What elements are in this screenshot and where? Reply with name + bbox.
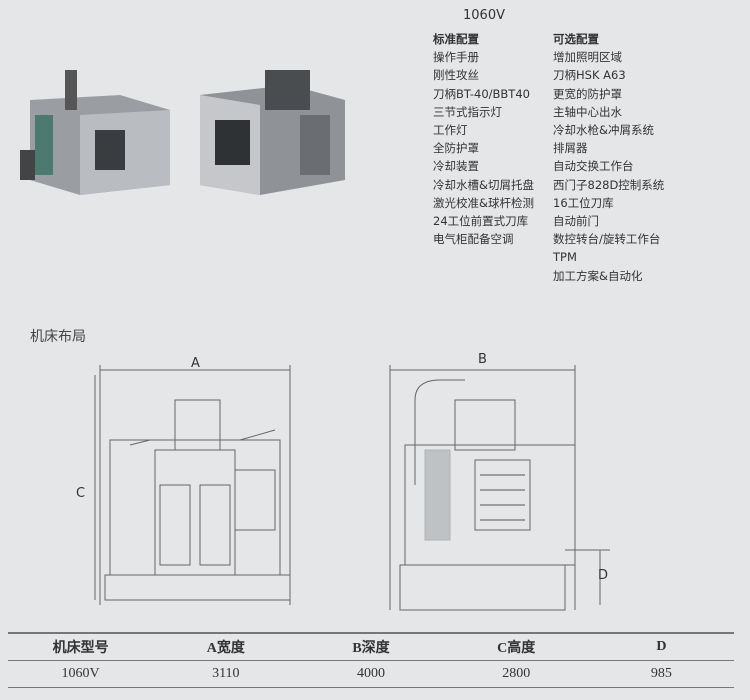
table-row: 1060V 3110 4000 2800 985 [8, 661, 734, 687]
cell-d: 985 [650, 665, 672, 681]
list-item: 刚性攻丝 [433, 68, 479, 83]
machine-renderings [20, 70, 345, 195]
optional-config-list: 可选配置 增加照明区域 刀柄HSK A63 更宽的防护罩 主轴中心出水 冷却水枪… [553, 30, 664, 285]
side-view-drawing [389, 365, 610, 611]
optional-config-header: 可选配置 [553, 32, 599, 46]
list-item: 16工位刀库 [553, 195, 614, 210]
header-b-depth: B深度 [352, 640, 390, 656]
list-item: 电气柜配备空调 [433, 232, 514, 247]
dimension-table: 机床型号 A宽度 B深度 C高度 D 1060V 3110 4000 2800 … [8, 632, 734, 688]
cell-c-height: 2800 [502, 665, 531, 681]
list-item: 西门子828D控制系统 [553, 177, 665, 192]
list-item: 冷却装置 [433, 159, 479, 174]
header-c-height: C高度 [497, 640, 536, 656]
list-item: 刀柄BT-40/BBT40 [433, 86, 530, 101]
cell-b-depth: 4000 [357, 665, 385, 681]
list-item: 自动交换工作台 [553, 159, 634, 174]
list-item: TPM [553, 250, 577, 265]
list-item: 操作手册 [433, 50, 479, 65]
front-view-drawing [94, 365, 291, 605]
list-item: 冷却水枪&冲屑系统 [553, 123, 654, 138]
list-item: 激光校准&球杆检测 [433, 195, 534, 210]
table-header-row: 机床型号 A宽度 B深度 C高度 D [8, 634, 734, 660]
layout-title: 机床布局 [30, 329, 86, 345]
cell-model: 1060V [61, 665, 100, 681]
machine-render-left [20, 70, 170, 195]
header-a-width: A宽度 [206, 640, 245, 656]
dimension-c-label: C [76, 486, 86, 501]
header-d: D [656, 638, 667, 654]
list-item: 主轴中心出水 [553, 104, 622, 119]
standard-config-header: 标准配置 [433, 32, 479, 46]
list-item: 工作灯 [433, 123, 468, 138]
list-item: 加工方案&自动化 [553, 268, 643, 283]
list-item: 排屑器 [553, 141, 588, 156]
machine-render-right [200, 70, 345, 195]
dimension-d-label: D [598, 568, 609, 583]
header-model: 机床型号 [52, 640, 109, 656]
list-item: 更宽的防护罩 [553, 86, 622, 101]
list-item: 全防护罩 [433, 141, 479, 156]
cell-a-width: 3110 [212, 665, 240, 681]
list-item: 数控转台/旋转工作台 [553, 232, 661, 247]
model-title: 1060V [463, 8, 505, 23]
list-item: 刀柄HSK A63 [553, 68, 626, 83]
list-item: 冷却水槽&切屑托盘 [433, 177, 534, 192]
dimension-a-label: A [191, 356, 200, 371]
standard-config-list: 标准配置 操作手册 刚性攻丝 刀柄BT-40/BBT40 三节式指示灯 工作灯 … [433, 30, 534, 248]
list-item: 24工位前置式刀库 [433, 214, 529, 229]
dimension-b-label: B [478, 352, 487, 367]
list-item: 增加照明区域 [553, 50, 622, 65]
list-item: 自动前门 [553, 214, 599, 229]
list-item: 三节式指示灯 [433, 104, 502, 119]
